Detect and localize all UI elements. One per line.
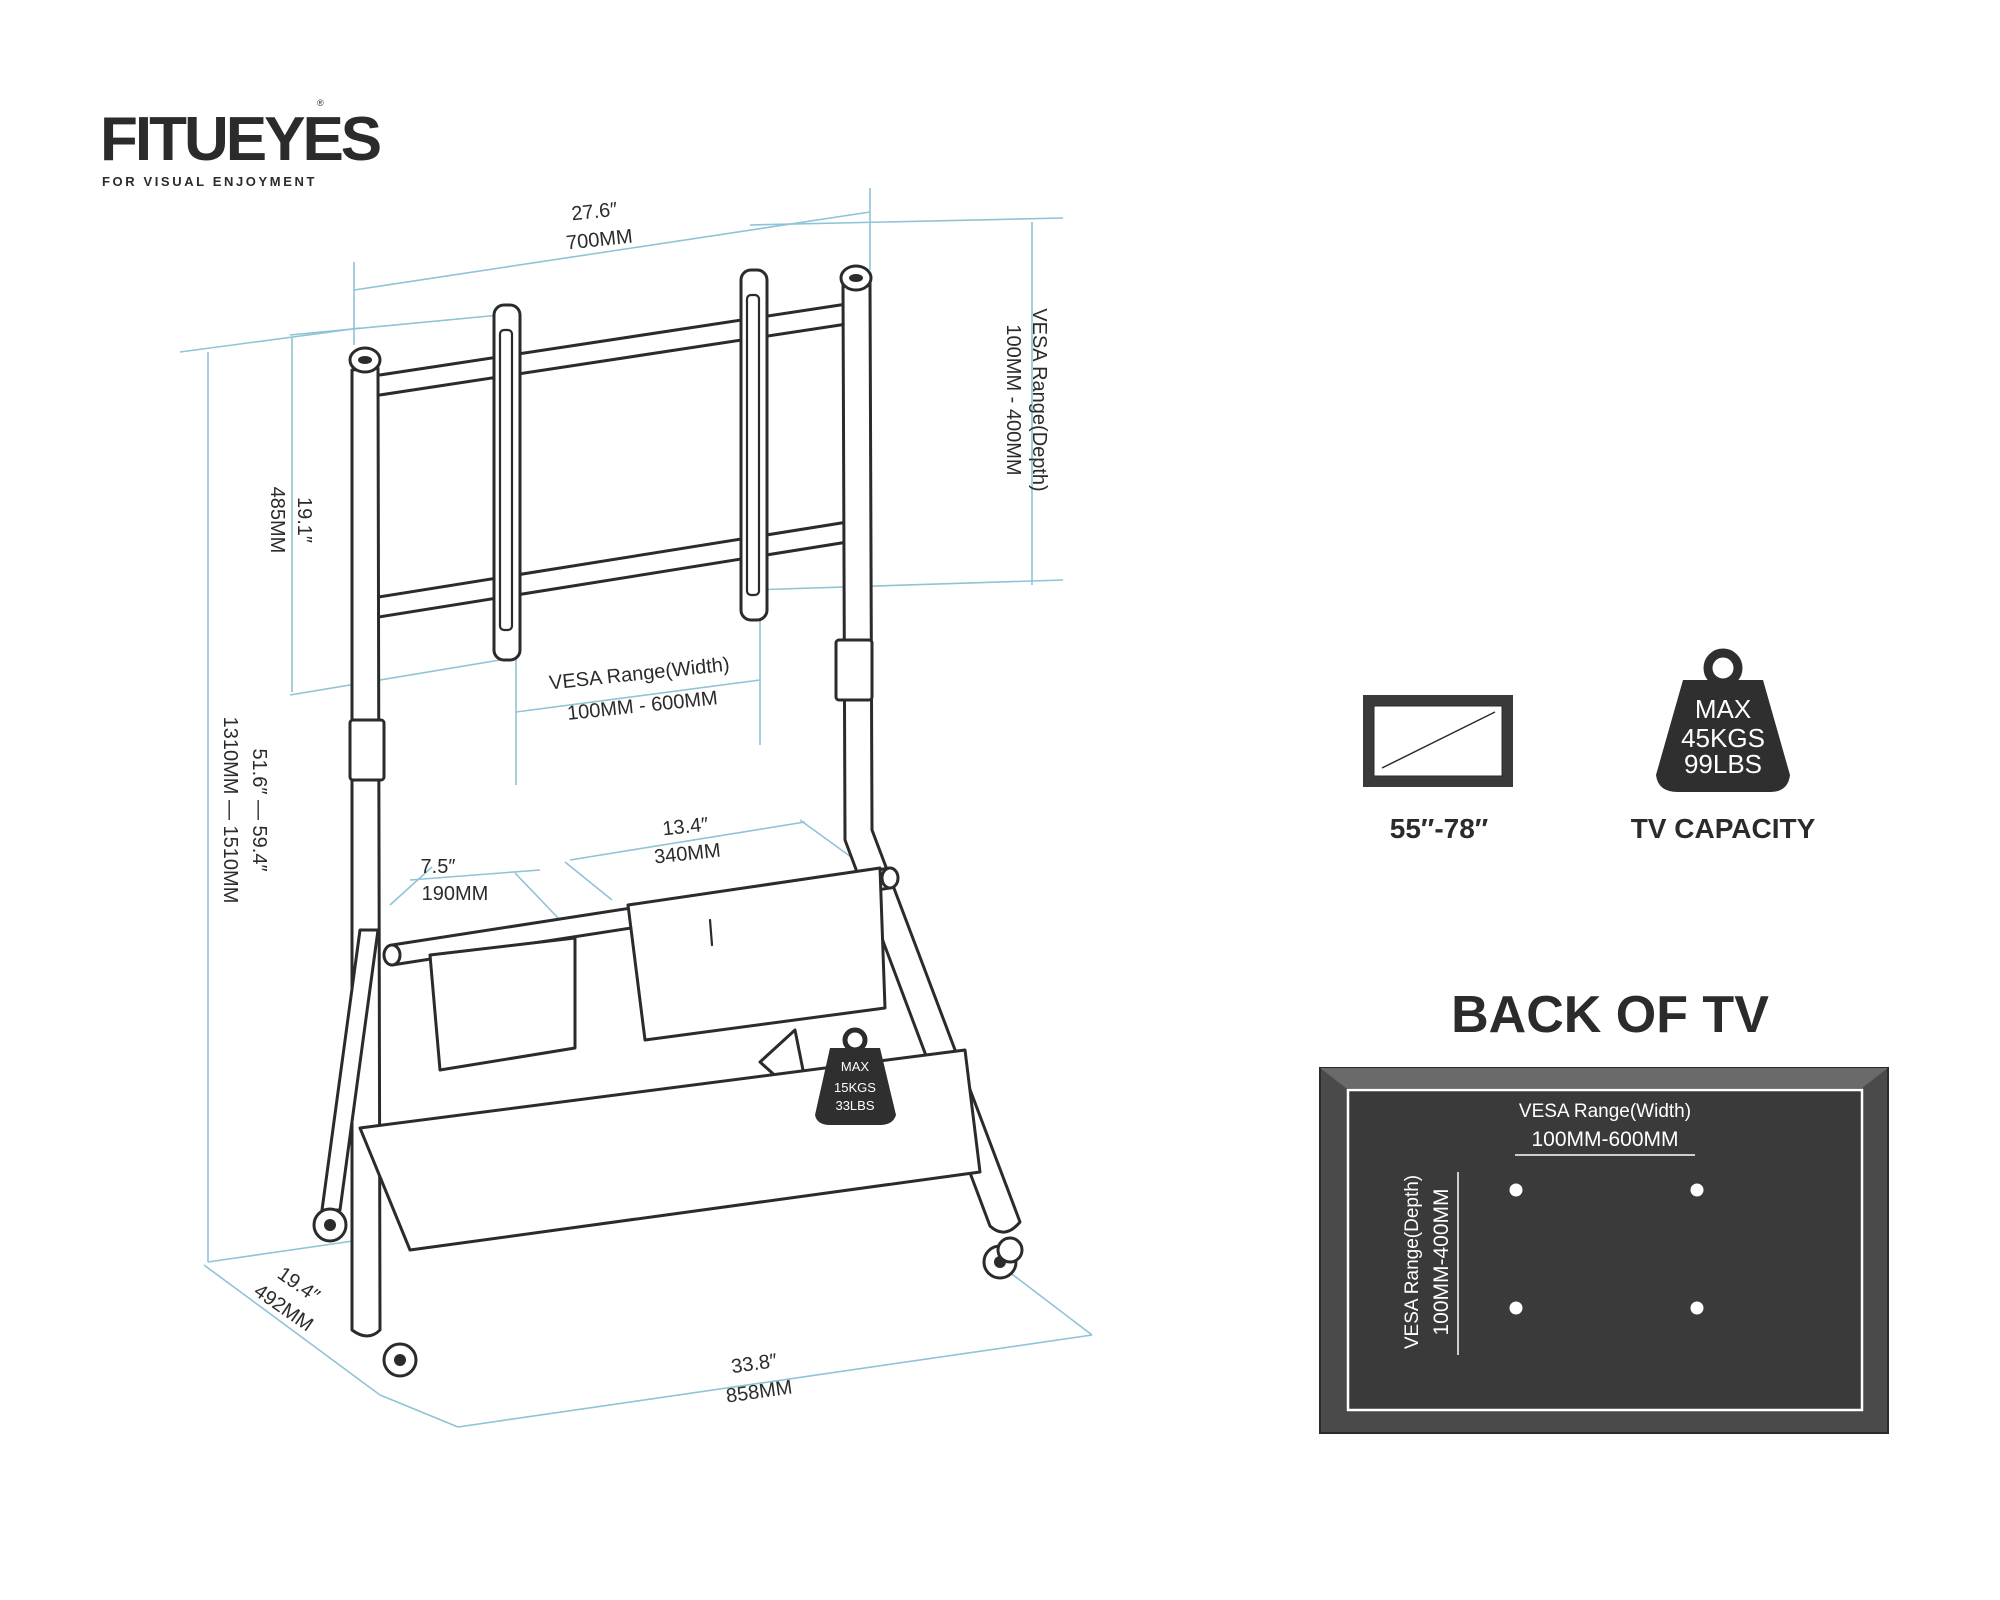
shelf-weight-icon xyxy=(815,1048,896,1125)
basket-large-mm: 340MM xyxy=(653,840,722,869)
mount-hole xyxy=(1690,1301,1704,1315)
dimension-lines xyxy=(179,188,1093,1428)
back-of-tv-panel: BACK OF TV VESA Range(Width) 100MM-600MM… xyxy=(1319,986,1889,1434)
top-width-in: 27.6″ xyxy=(570,199,618,226)
tv-size-label: 55″-78″ xyxy=(1390,813,1488,844)
tv-capacity-kgs: 45KGS xyxy=(1681,723,1765,753)
vesa-bracket-right xyxy=(739,268,769,622)
total-height-in: 51.6″ — 59.4″ xyxy=(248,748,270,871)
vesa-depth-label: VESA Range(Depth) xyxy=(1028,308,1050,491)
shelf-weight-badge: MAX 15KGS 33LBS xyxy=(815,1027,896,1125)
right-height-collar xyxy=(834,638,874,702)
base-width-in: 33.8″ xyxy=(730,1350,779,1378)
mount-hole xyxy=(1690,1183,1704,1197)
back-depth-label: VESA Range(Depth) xyxy=(1402,1175,1423,1349)
top-crossbar xyxy=(358,300,862,400)
weight-icon xyxy=(1656,680,1790,792)
tv-back-screen xyxy=(1346,1088,1864,1412)
mount-hole xyxy=(1509,1183,1523,1197)
large-basket xyxy=(626,866,887,1042)
tv-capacity-label: TV CAPACITY xyxy=(1631,813,1816,844)
shelf-max: MAX xyxy=(841,1059,870,1074)
left-height-collar xyxy=(348,718,386,782)
left-upright xyxy=(350,366,382,1338)
brand-name: FITUEYES xyxy=(100,105,380,174)
base-width-mm: 858MM xyxy=(725,1377,794,1408)
vesa-mount-holes xyxy=(1509,1183,1704,1315)
mount-height-in: 19.1″ xyxy=(293,497,315,543)
mount-hole xyxy=(1509,1301,1523,1315)
back-depth-range: 100MM-400MM xyxy=(1430,1188,1453,1335)
right-upright xyxy=(841,281,1022,1234)
vesa-bracket-left xyxy=(492,303,522,662)
back-of-tv-title: BACK OF TV xyxy=(1451,986,1769,1044)
basket-small-in: 7.5″ xyxy=(421,856,456,878)
caster-wheels xyxy=(312,1207,1024,1378)
tv-capacity-lbs: 99LBS xyxy=(1684,749,1762,779)
vesa-depth-range: 100MM - 400MM xyxy=(1002,324,1024,475)
vesa-width-range: 100MM - 600MM xyxy=(566,687,719,725)
back-width-label: VESA Range(Width) xyxy=(1519,1101,1691,1122)
basket-large-in: 13.4″ xyxy=(661,814,709,841)
middle-crossbar xyxy=(358,518,862,622)
small-basket xyxy=(428,936,577,1072)
back-width-range: 100MM-600MM xyxy=(1531,1128,1678,1151)
shelf-lbs: 33LBS xyxy=(835,1098,874,1113)
total-height-mm: 1310MM — 1510MM xyxy=(219,717,241,904)
top-width-mm: 700MM xyxy=(565,226,634,255)
registered-mark: ® xyxy=(317,98,324,108)
tv-capacity-max: MAX xyxy=(1695,694,1751,724)
tv-stand-illustration xyxy=(312,264,1024,1378)
brand-logo: FITUEYES ® FOR VISUAL ENJOYMENT xyxy=(100,98,383,189)
shelf-kgs: 15KGS xyxy=(834,1080,876,1095)
brand-tagline: FOR VISUAL ENJOYMENT xyxy=(102,174,317,189)
mount-height-mm: 485MM xyxy=(266,487,288,554)
tv-size-spec: 55″-78″ xyxy=(1363,695,1513,844)
left-rear-leg xyxy=(320,928,380,1212)
basket-small-mm: 190MM xyxy=(422,883,489,905)
tv-capacity-spec: MAX 45KGS 99LBS TV CAPACITY xyxy=(1631,648,1816,844)
